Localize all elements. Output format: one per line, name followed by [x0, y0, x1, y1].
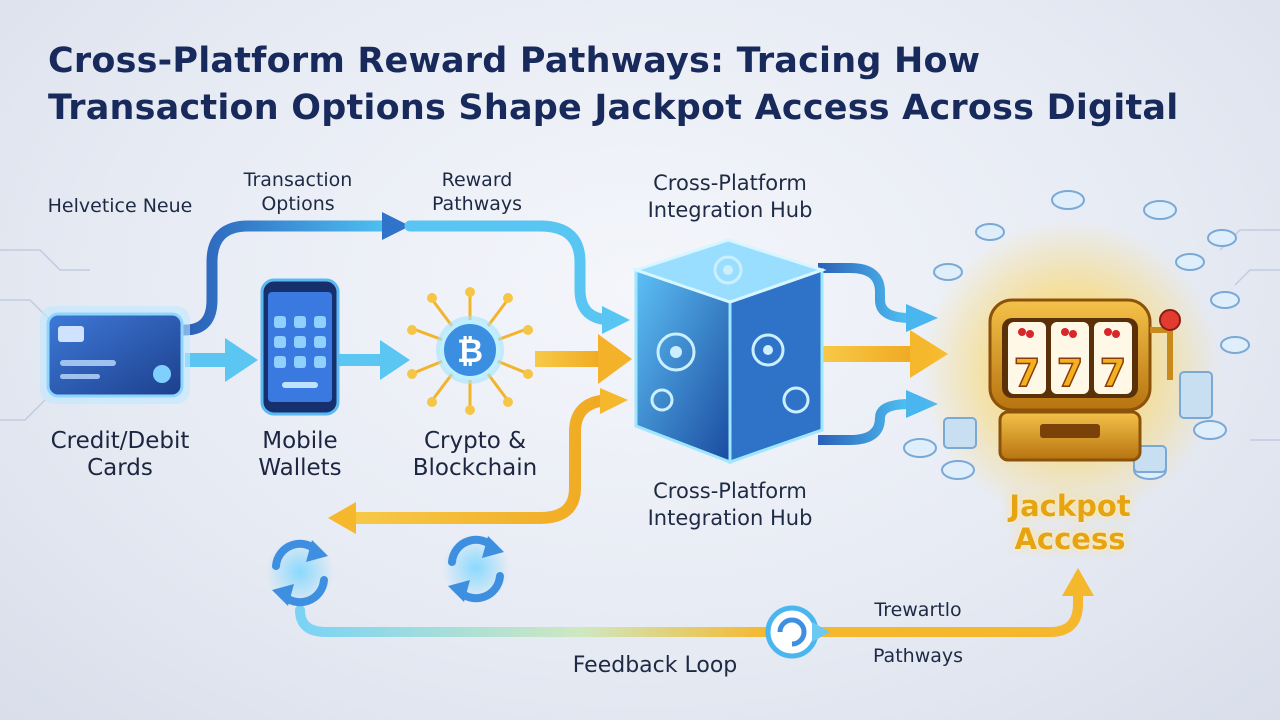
coin-stacks: [903, 190, 1250, 480]
bitcoin-icon: ₿: [407, 287, 533, 415]
arrow-card-to-hub-top: [179, 212, 630, 336]
arrow-hub-return: [328, 388, 628, 534]
arrow-hub-to-jackpot-bottom: [818, 390, 938, 445]
slot-reel-2: 7: [1057, 351, 1083, 395]
title-line-2: Transaction Options Shape Jackpot Access…: [48, 88, 1179, 128]
arrow-card-to-phone: [185, 338, 258, 382]
feedback-loop-line: [295, 568, 1094, 637]
refresh-icon-middle: [442, 534, 510, 603]
slot-reel-1: 7: [1014, 351, 1040, 395]
smartphone-icon: [260, 278, 340, 416]
arrow-phone-to-crypto: [338, 340, 410, 380]
hub-label-top: Cross-Platform Integration Hub: [647, 171, 813, 222]
svg-text:₿: ₿: [457, 332, 483, 370]
refresh-icon-bottom: [765, 605, 830, 659]
trewartlo-label: Trewartlo: [874, 599, 962, 621]
credit-card-icon: [40, 306, 190, 404]
slot-machine-icon: [988, 298, 1181, 462]
mobile-wallets-label: Mobile Wallets: [258, 428, 342, 481]
transaction-options-label: Transaction Options: [243, 169, 353, 215]
reward-pathways-label: Reward Pathways: [431, 169, 523, 215]
arrow-crypto-to-hub: [535, 334, 632, 384]
slot-reels: 7 7 7: [1013, 350, 1127, 396]
refresh-icon-left: [266, 538, 334, 607]
page-title: Cross-Platform Reward Pathways: Tracing …: [48, 38, 1248, 132]
jackpot-access-label: Jackpot Access: [1009, 489, 1131, 556]
feedback-loop-label: Feedback Loop: [572, 653, 738, 678]
title-line-1: Cross-Platform Reward Pathways: Tracing …: [48, 41, 981, 81]
pathways-label: Pathways: [872, 645, 964, 667]
slot-reel-3: 7: [1100, 351, 1126, 395]
arrow-hub-to-jackpot-top: [818, 263, 938, 332]
credit-cards-label: Credit/Debit Cards: [50, 428, 190, 481]
crypto-label: Crypto & Blockchain: [412, 428, 538, 481]
integration-cube-icon: [631, 238, 827, 465]
font-note-label: Helvetice Neue: [47, 195, 193, 217]
hub-label-bottom: Cross-Platform Integration Hub: [647, 479, 813, 530]
